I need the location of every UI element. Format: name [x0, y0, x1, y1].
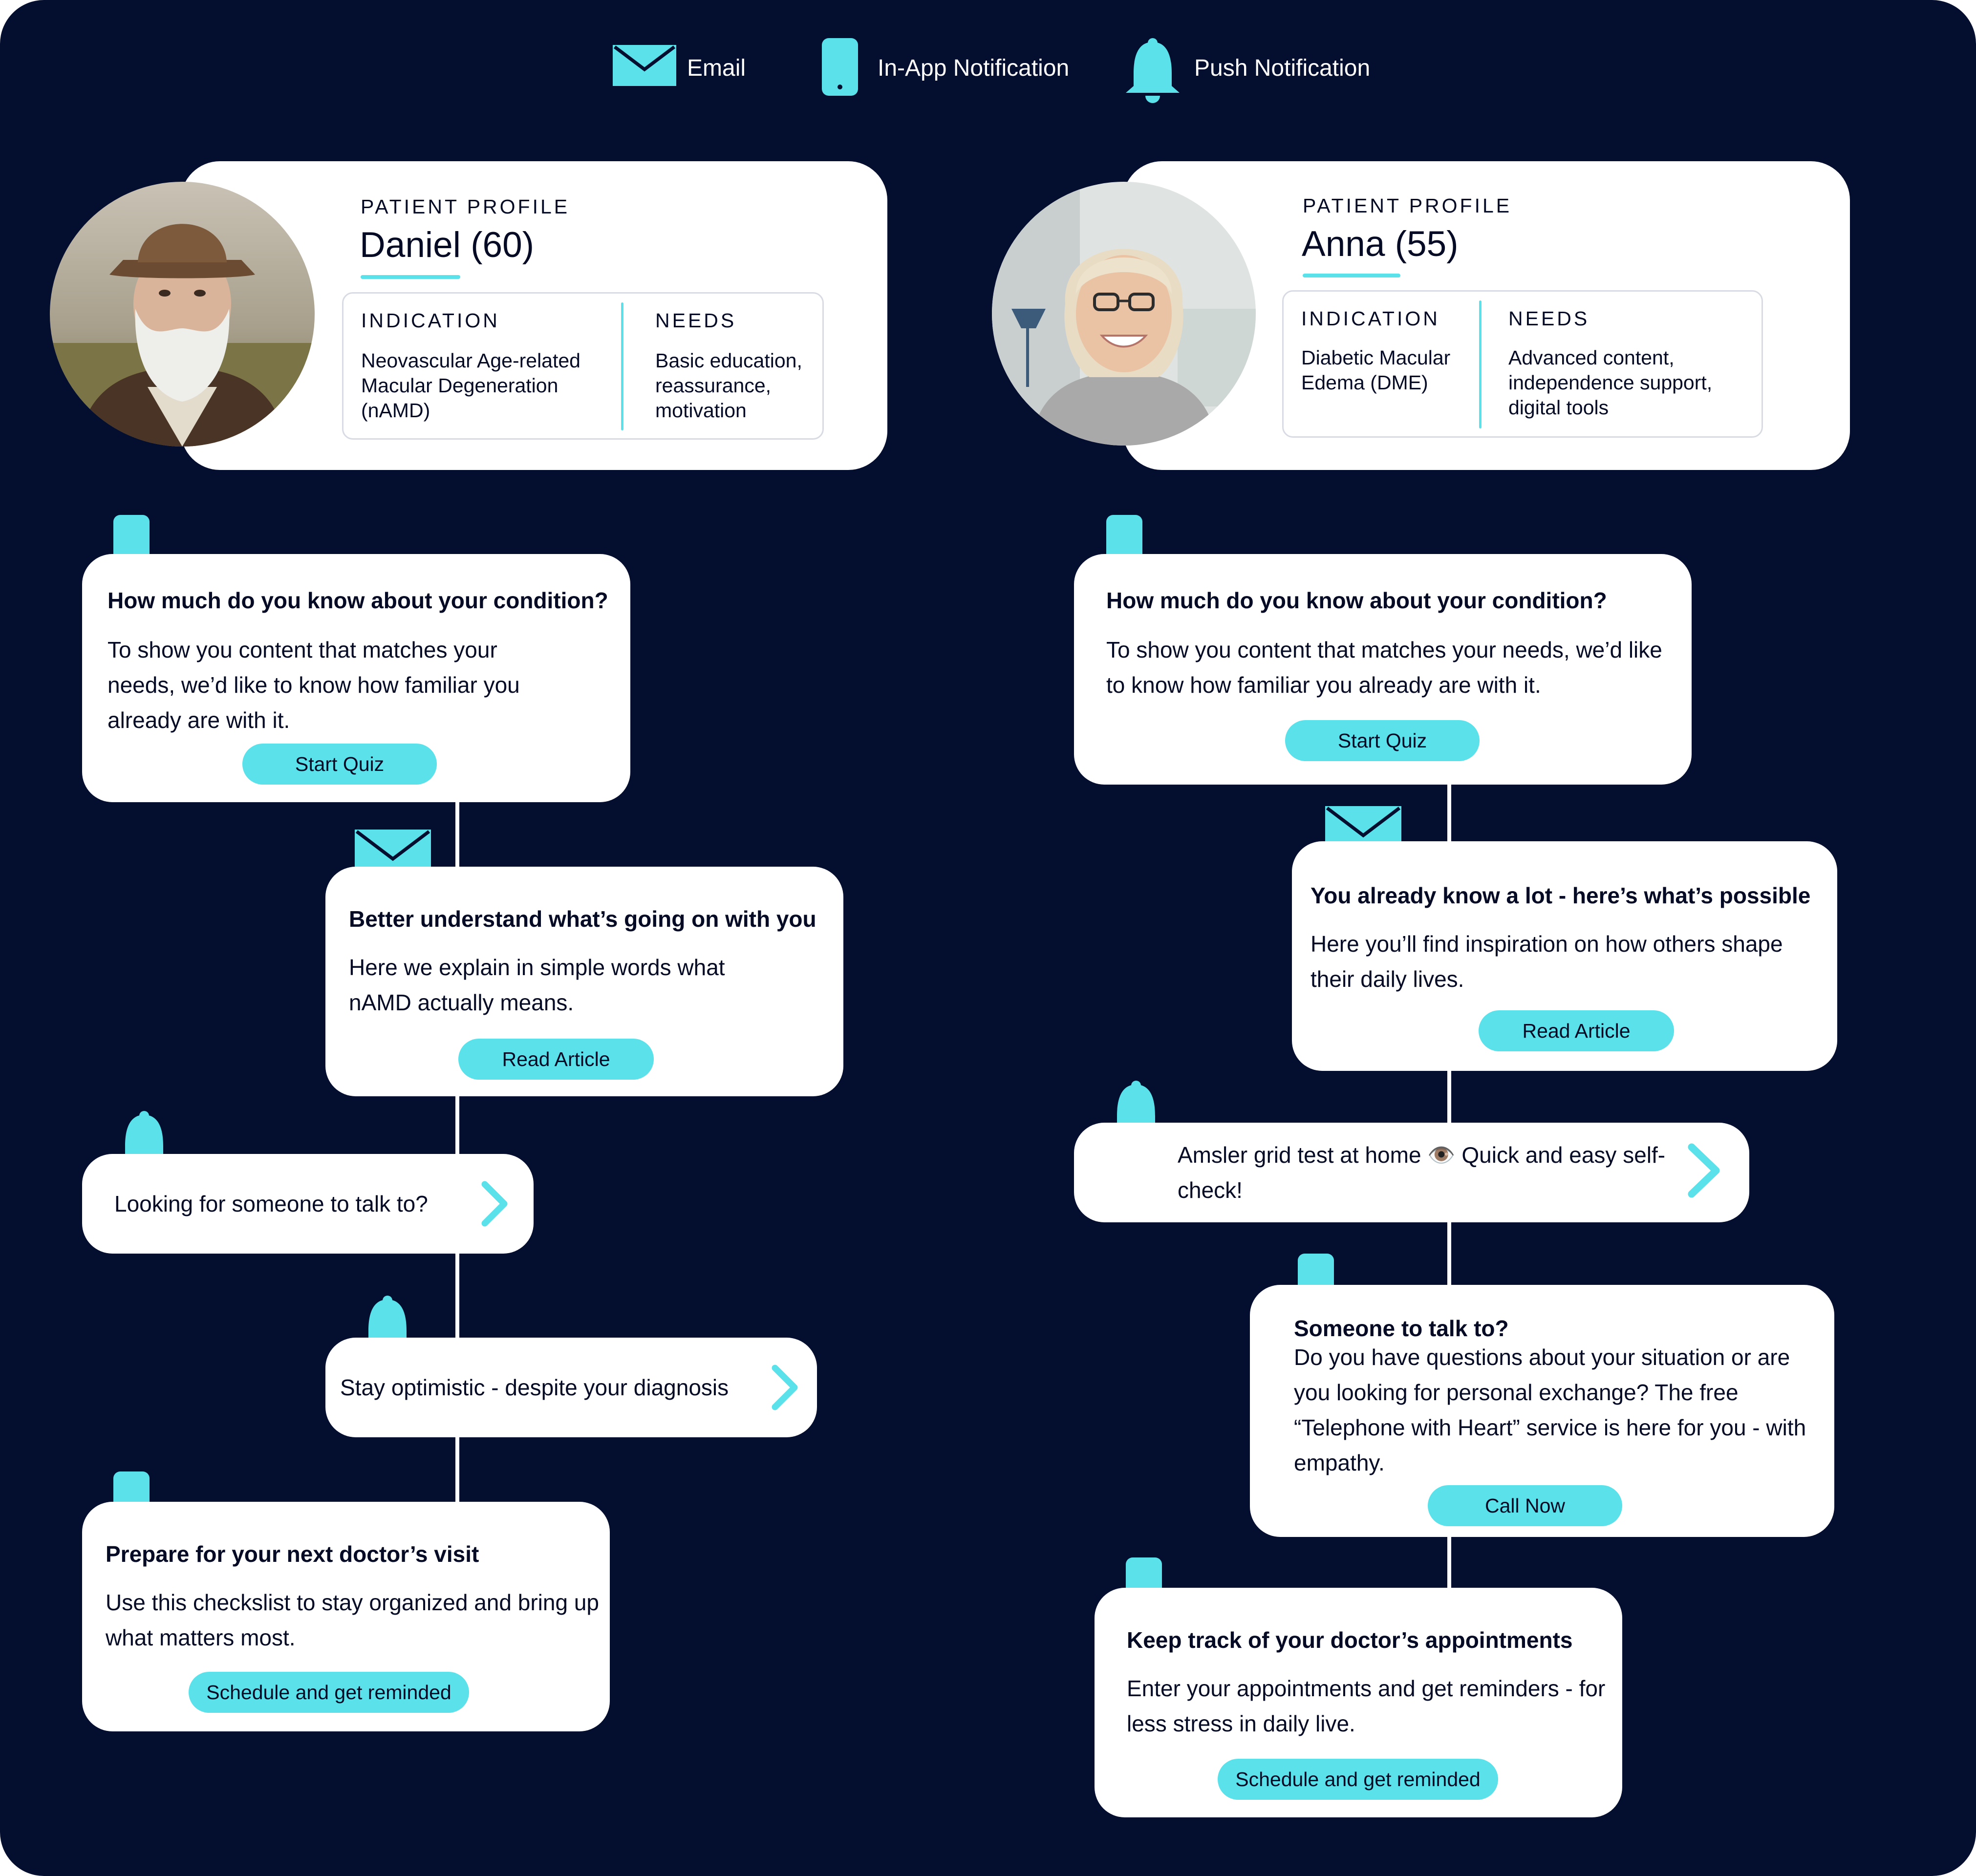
- card-title: How much do you know about your conditio…: [107, 588, 608, 613]
- legend-push-label: Push Notification: [1194, 55, 1371, 81]
- info-divider: [1479, 300, 1482, 428]
- indication-value: Diabetic Macular Edema (DME): [1301, 346, 1451, 394]
- timeline-connector: [455, 801, 459, 1505]
- avatar-daniel: [50, 182, 315, 447]
- daniel-article-card: Better understand what’s going on with y…: [325, 867, 843, 1096]
- anna-article-card: You already know a lot - here’s what’s p…: [1292, 841, 1837, 1071]
- name-underline: [1303, 274, 1400, 277]
- profile-kicker: PATIENT PROFILE: [1303, 194, 1512, 217]
- daniel-push-talk-card[interactable]: Looking for someone to talk to?: [82, 1154, 534, 1254]
- card-title: Prepare for your next doctor’s visit: [106, 1541, 479, 1567]
- avatar-anna: [992, 182, 1256, 446]
- card-title: Better understand what’s going on with y…: [349, 906, 816, 932]
- chevron-right-icon[interactable]: [769, 1364, 800, 1411]
- card-body: To show you content that matches your ne…: [107, 637, 520, 733]
- bell-icon: [1126, 38, 1180, 103]
- needs-value: Advanced content, independence support, …: [1508, 346, 1713, 419]
- card-body: Do you have questions about your situati…: [1294, 1344, 1806, 1475]
- info-divider: [621, 302, 623, 430]
- call-now-button[interactable]: Call Now: [1428, 1485, 1622, 1526]
- legend-in-app-label: In-App Notification: [878, 55, 1070, 81]
- schedule-reminder-button[interactable]: Schedule and get reminded: [189, 1672, 469, 1713]
- patient-name: Daniel (60): [360, 225, 535, 265]
- chevron-right-icon[interactable]: [479, 1180, 510, 1227]
- card-body: Here you’ll find inspiration on how othe…: [1310, 931, 1783, 992]
- card-body: To show you content that matches your ne…: [1106, 637, 1662, 698]
- anna-appointments-card: Keep track of your doctor’s appointments…: [1095, 1588, 1622, 1817]
- legend-email-label: Email: [687, 55, 746, 81]
- push-message: Amsler grid test at home 👁️ Quick and ea…: [1178, 1142, 1666, 1203]
- read-article-button[interactable]: Read Article: [1479, 1010, 1674, 1051]
- anna-quiz-card: How much do you know about your conditio…: [1074, 554, 1692, 785]
- daniel-quiz-card: How much do you know about your conditio…: [82, 554, 630, 802]
- chevron-right-icon[interactable]: [1685, 1142, 1724, 1199]
- card-title: Keep track of your doctor’s appointments: [1127, 1627, 1573, 1653]
- card-body: Use this checkslist to stay organized an…: [106, 1590, 599, 1650]
- schedule-reminder-button[interactable]: Schedule and get reminded: [1218, 1759, 1498, 1800]
- indication-needs-box: INDICATION Neovascular Age-related Macul…: [342, 292, 824, 440]
- profile-kicker: PATIENT PROFILE: [361, 195, 570, 218]
- daniel-push-optimistic-card[interactable]: Stay optimistic - despite your diagnosis: [325, 1338, 817, 1437]
- push-message: Stay optimistic - despite your diagnosis: [340, 1375, 729, 1400]
- profile-card-anna: PATIENT PROFILE Anna (55) INDICATION Dia…: [1123, 161, 1850, 470]
- needs-label: NEEDS: [655, 309, 737, 332]
- envelope-icon: [613, 45, 676, 86]
- indication-value: Neovascular Age-related Macular Degenera…: [361, 349, 580, 422]
- push-message: Looking for someone to talk to?: [114, 1191, 428, 1216]
- name-underline: [361, 275, 460, 279]
- indication-needs-box: INDICATION Diabetic Macular Edema (DME) …: [1282, 290, 1763, 438]
- daniel-doctor-visit-card: Prepare for your next doctor’s visit Use…: [82, 1502, 610, 1731]
- card-body: Here we explain in simple words what nAM…: [349, 955, 725, 1015]
- indication-label: INDICATION: [361, 309, 500, 332]
- needs-label: NEEDS: [1508, 307, 1590, 330]
- phone-icon: [822, 38, 858, 96]
- indication-label: INDICATION: [1301, 307, 1440, 330]
- start-quiz-button[interactable]: Start Quiz: [1285, 720, 1480, 761]
- start-quiz-button[interactable]: Start Quiz: [242, 744, 437, 785]
- patient-name: Anna (55): [1302, 224, 1459, 264]
- card-title: How much do you know about your conditio…: [1106, 588, 1607, 613]
- card-title: You already know a lot - here’s what’s p…: [1310, 883, 1811, 908]
- needs-value: Basic education, reassurance, motivation: [655, 349, 802, 422]
- read-article-button[interactable]: Read Article: [458, 1039, 654, 1080]
- card-body: Enter your appointments and get reminder…: [1127, 1676, 1606, 1736]
- anna-talk-card: Someone to talk to? Do you have question…: [1250, 1285, 1834, 1537]
- card-title: Someone to talk to?: [1294, 1316, 1509, 1341]
- anna-push-amsler-card[interactable]: Amsler grid test at home 👁️ Quick and ea…: [1074, 1123, 1749, 1222]
